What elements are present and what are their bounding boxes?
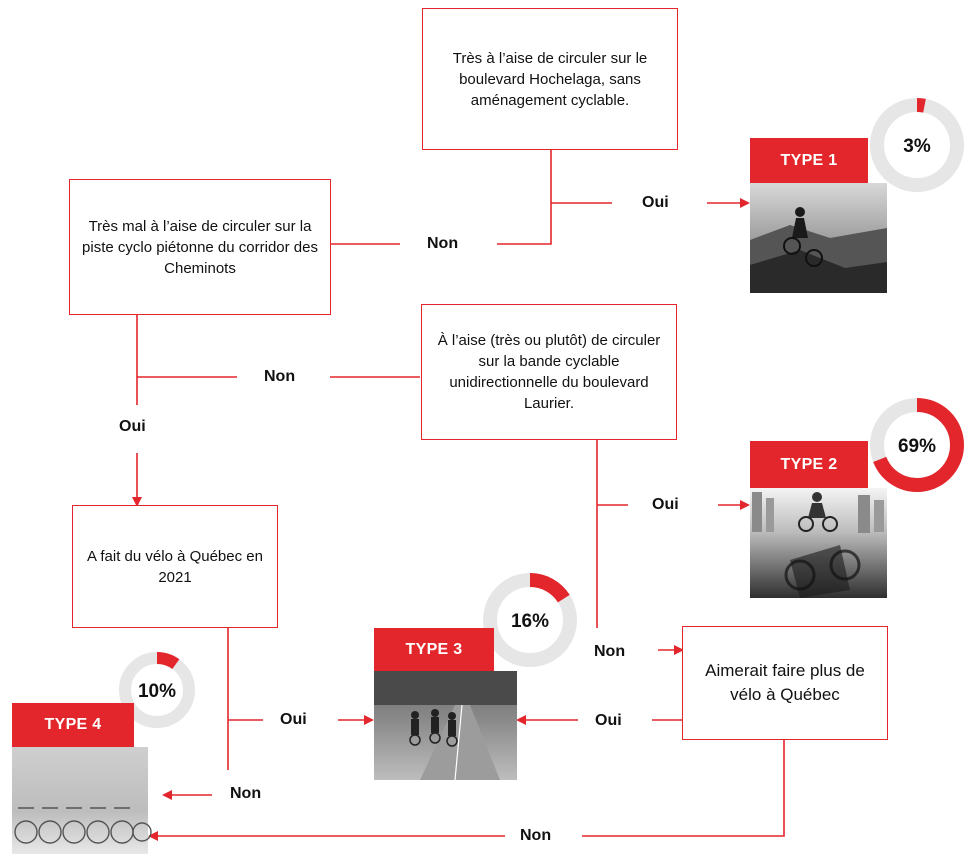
- label-q2-no: Non: [427, 235, 459, 252]
- type-1-label: TYPE 1: [780, 151, 838, 169]
- donut-percent-label: 10%: [138, 681, 176, 702]
- donut-type-2: 69%: [869, 397, 965, 493]
- question-cheminots: Très mal à l’aise de circuler sur la pis…: [69, 179, 331, 315]
- donut-type-3: 16%: [482, 572, 578, 668]
- type-2-header: TYPE 2: [750, 441, 868, 488]
- question-laurier-text: À l’aise (très ou plutôt) de circuler su…: [437, 332, 661, 412]
- connector-q5-down: [582, 740, 785, 837]
- label-q3-no: Non: [594, 643, 626, 660]
- donut-type-4: 10%: [118, 651, 196, 729]
- label-q1-yes: Oui: [642, 194, 669, 211]
- label-q2-no-left: Non: [264, 368, 296, 385]
- type-2-label: TYPE 2: [780, 455, 838, 473]
- question-velo-2021: A fait du vélo à Québec en 2021: [72, 505, 278, 628]
- photo-type3: [374, 671, 517, 781]
- photo-type1: [750, 183, 887, 293]
- type-4-header: TYPE 4: [12, 703, 134, 747]
- photo-type4: [12, 747, 152, 854]
- donut-value-arc: [483, 573, 577, 667]
- type-4-label: TYPE 4: [44, 716, 102, 733]
- question-cheminots-text: Très mal à l’aise de circuler sur la pis…: [82, 217, 318, 277]
- type-3-label: TYPE 3: [405, 640, 463, 658]
- label-q2-yes: Oui: [119, 418, 146, 435]
- connector-q1: [497, 150, 552, 245]
- label-q5-yes: Oui: [595, 712, 622, 729]
- photo-type2: [750, 488, 887, 598]
- type-3-header: TYPE 3: [374, 628, 494, 671]
- donut-percent-label: 69%: [898, 436, 936, 457]
- donut-value-arc: [870, 98, 964, 192]
- label-q3-yes: Oui: [652, 496, 679, 513]
- donut-percent-label: 3%: [903, 136, 931, 157]
- label-q4-yes: Oui: [280, 711, 307, 728]
- donut-percent-label: 16%: [511, 611, 549, 632]
- question-plus-velo-text: Aimerait faire plus de vélo à Québec: [705, 661, 865, 704]
- question-hochelaga: Très à l’aise de circuler sur le bouleva…: [422, 8, 678, 150]
- type-1-header: TYPE 1: [750, 138, 868, 183]
- question-hochelaga-text: Très à l’aise de circuler sur le bouleva…: [452, 49, 648, 109]
- donut-value-arc: [119, 652, 195, 728]
- donut-type-1: 3%: [869, 97, 965, 193]
- question-velo-2021-text: A fait du vélo à Québec en 2021: [87, 547, 263, 586]
- label-q4-no: Non: [230, 785, 262, 802]
- question-plus-velo: Aimerait faire plus de vélo à Québec: [682, 626, 888, 740]
- question-laurier: À l’aise (très ou plutôt) de circuler su…: [421, 304, 677, 440]
- donut-value-arc: [870, 398, 964, 492]
- label-q5-no: Non: [520, 827, 552, 844]
